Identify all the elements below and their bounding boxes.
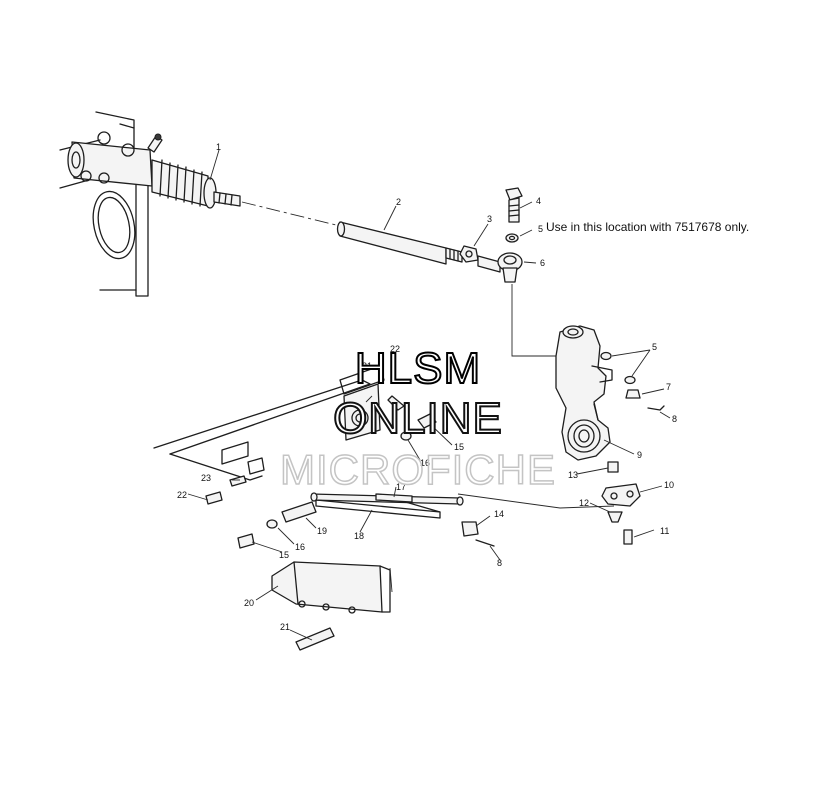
watermark-online: ONLINE bbox=[332, 393, 503, 444]
callout-14: 14 bbox=[494, 509, 504, 519]
callout-18: 18 bbox=[354, 531, 364, 541]
nut bbox=[607, 511, 623, 523]
callout-23: 23 bbox=[201, 473, 211, 483]
callout-16: 16 bbox=[295, 542, 305, 552]
callout-5: 5 bbox=[538, 224, 543, 234]
washer bbox=[624, 375, 636, 385]
callout-19: 19 bbox=[317, 526, 327, 536]
callout-17: 17 bbox=[396, 482, 406, 492]
a-arm bbox=[310, 492, 464, 519]
callout-3: 3 bbox=[487, 214, 492, 224]
callout-8: 8 bbox=[497, 558, 502, 568]
callout-16: 16 bbox=[420, 458, 430, 468]
callout-13: 13 bbox=[568, 470, 578, 480]
callout-21: 21 bbox=[362, 361, 372, 371]
callout-8: 8 bbox=[672, 414, 677, 424]
watermark-microfiche: MICROFICHE bbox=[279, 445, 556, 494]
washer bbox=[400, 431, 412, 441]
callout-15: 15 bbox=[279, 550, 289, 560]
bolt bbox=[295, 627, 335, 651]
bolt bbox=[205, 491, 223, 505]
callout-22: 22 bbox=[177, 490, 187, 500]
callout-12: 12 bbox=[579, 498, 589, 508]
steering-rack-assembly bbox=[59, 111, 241, 297]
callout-20: 20 bbox=[244, 598, 254, 608]
castle-nut bbox=[625, 389, 641, 399]
bushing bbox=[387, 395, 405, 411]
callout-11: 11 bbox=[660, 526, 669, 536]
washer bbox=[505, 233, 519, 243]
tie-rod bbox=[336, 221, 463, 265]
bolt bbox=[623, 529, 633, 545]
callout-9: 9 bbox=[637, 450, 642, 460]
callout-15: 15 bbox=[454, 442, 464, 452]
callout-4: 4 bbox=[536, 196, 541, 206]
washer bbox=[600, 351, 612, 361]
callout-22: 22 bbox=[390, 344, 400, 354]
a-arm-guard bbox=[271, 561, 391, 614]
callout-1: 1 bbox=[216, 142, 221, 152]
callout-6: 6 bbox=[540, 258, 545, 268]
washer bbox=[229, 475, 247, 487]
callout-10: 10 bbox=[664, 480, 674, 490]
cotter-pin bbox=[475, 539, 495, 547]
nut bbox=[461, 521, 479, 537]
spindle bbox=[555, 325, 613, 461]
bushing bbox=[237, 533, 255, 549]
callout-7: 7 bbox=[666, 382, 671, 392]
frame-rail bbox=[153, 365, 385, 481]
usage-note: Use in this location with 7517678 only. bbox=[546, 220, 749, 234]
bolt bbox=[505, 187, 523, 223]
pivot-tube bbox=[281, 501, 317, 523]
steering-arm bbox=[601, 483, 641, 507]
bushing bbox=[417, 413, 437, 429]
callout-21: 21 bbox=[280, 622, 290, 632]
watermark-hlsm: HLSM bbox=[354, 343, 482, 394]
bolt bbox=[607, 461, 619, 473]
cotter-pin bbox=[647, 405, 665, 411]
rack-boot bbox=[151, 159, 217, 209]
callout-labels: 1 2 3 4 5 6 5 7 8 9 10 11 12 13 14 8 15 … bbox=[177, 142, 749, 632]
jam-nut bbox=[459, 245, 479, 263]
washer bbox=[266, 519, 278, 529]
callout-2: 2 bbox=[396, 197, 401, 207]
tie-rod-end bbox=[477, 252, 523, 283]
callout-5: 5 bbox=[652, 342, 657, 352]
